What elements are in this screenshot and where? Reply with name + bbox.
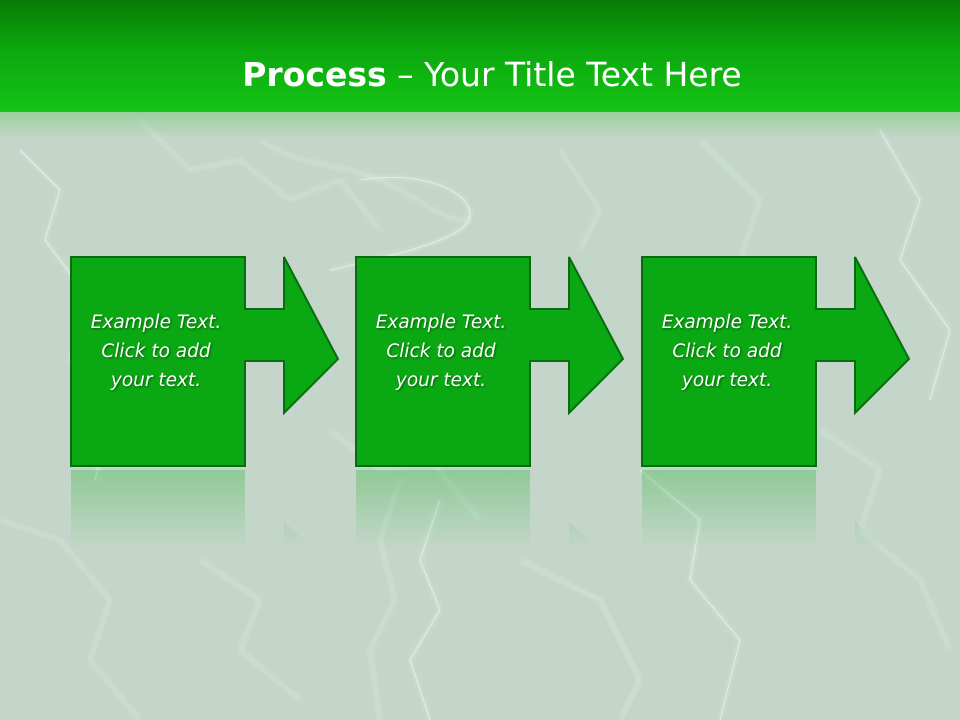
arrow-box-shape <box>641 256 911 467</box>
step-reflection <box>71 470 310 550</box>
step-text[interactable]: Example Text. Click to add your text. <box>375 312 507 391</box>
step-text[interactable]: Example Text. Click to add your text. <box>661 312 793 391</box>
title-bar-fade <box>0 112 960 138</box>
arrow-box-shape <box>70 256 340 467</box>
process-step-2[interactable]: Example Text. Click to add your text. <box>355 256 625 468</box>
slide-title[interactable]: Process – Your Title Text Here <box>0 52 960 98</box>
process-step-3[interactable]: Example Text. Click to add your text. <box>641 256 911 468</box>
title-bold-text: Process <box>242 55 387 94</box>
step-reflection <box>642 470 881 550</box>
step-reflection <box>356 470 595 550</box>
arrow-box-shape <box>355 256 625 467</box>
process-step-1[interactable]: Example Text. Click to add your text. <box>70 256 340 468</box>
title-bar <box>0 0 960 112</box>
step-text[interactable]: Example Text. Click to add your text. <box>90 312 222 391</box>
title-rest-text: – Your Title Text Here <box>386 55 742 94</box>
